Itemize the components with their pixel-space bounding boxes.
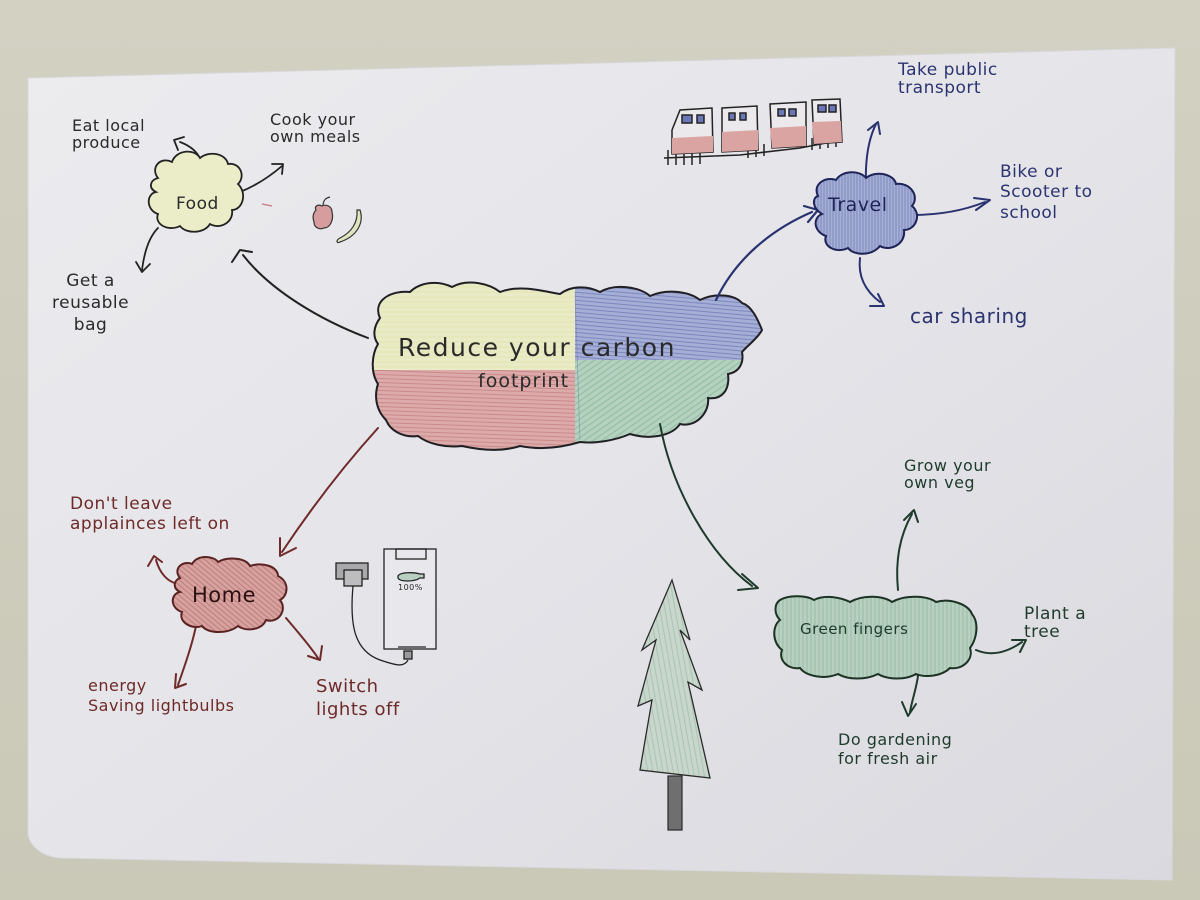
- home-item-lightbulbs: energy Saving lightbulbs: [88, 676, 235, 715]
- home-cloud: [171, 556, 288, 633]
- arrows: [135, 121, 1027, 717]
- travel-item-public-transport: Take public transport: [898, 60, 998, 98]
- travel-cloud: [812, 171, 919, 255]
- green-item-plant-tree: Plant a tree: [1024, 604, 1087, 642]
- green-cloud: [773, 595, 978, 680]
- food-item-reusable-bag: Get a reusable bag: [52, 271, 130, 336]
- central-title-line1: Reduce your carbon: [398, 333, 676, 362]
- apple-icon: [261, 196, 334, 230]
- green-node-label: Green fingers: [800, 620, 909, 638]
- green-item-gardening: Do gardening for fresh air: [838, 730, 953, 769]
- green-item-grow-veg: Grow your own veg: [904, 456, 992, 492]
- travel-node-label: Travel: [828, 194, 888, 216]
- home-node-label: Home: [192, 583, 257, 607]
- travel-item-bike-scooter: Bike or Scooter to school: [1000, 162, 1093, 223]
- food-item-cook-meals: Cook your own meals: [270, 110, 361, 146]
- home-item-switch-lights: Switch lights off: [316, 676, 400, 720]
- banana-icon: [336, 209, 362, 244]
- phone-charger-icon: [335, 548, 437, 666]
- central-title-line2: footprint: [478, 370, 570, 392]
- train-icon: [663, 98, 843, 165]
- food-node-label: Food: [176, 194, 219, 214]
- home-item-appliances: Don't leave applainces left on: [70, 494, 230, 535]
- phone-battery-label: 100%: [398, 583, 423, 592]
- travel-item-car-sharing: car sharing: [910, 304, 1028, 328]
- food-cloud: [147, 150, 245, 233]
- food-item-eat-local: Eat local produce: [72, 116, 146, 152]
- tree-icon: [637, 578, 711, 831]
